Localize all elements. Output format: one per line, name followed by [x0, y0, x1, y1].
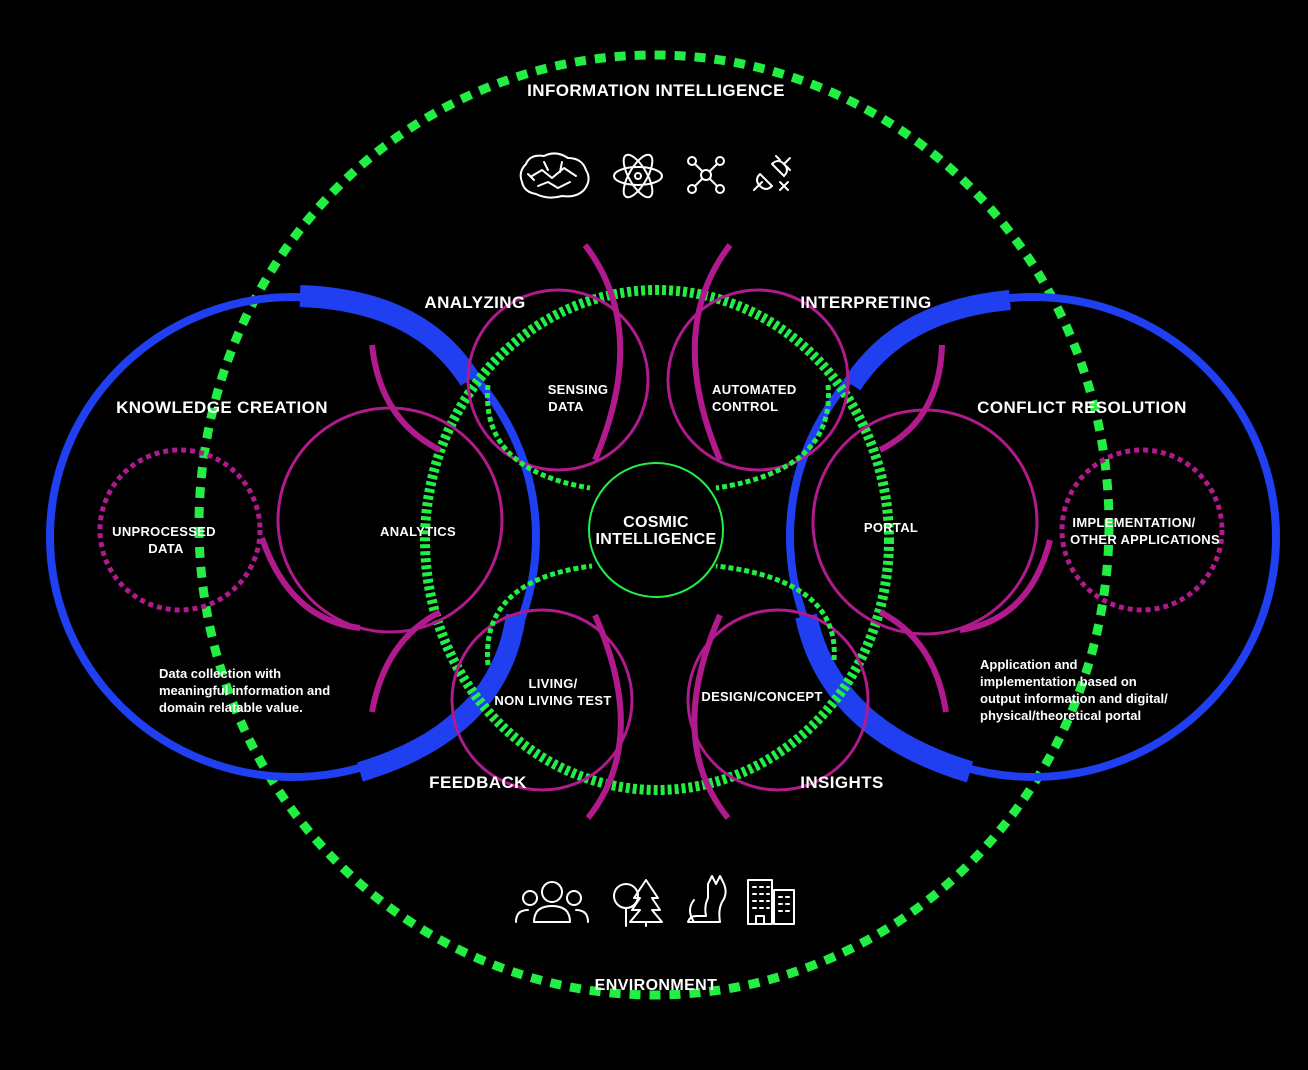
green-arc-bottom-left: [484, 563, 593, 666]
atom-icon: [613, 153, 663, 199]
right-desc-1: Application and: [980, 657, 1078, 672]
analytics-circle: [276, 406, 504, 634]
cat-icon: [687, 875, 727, 923]
left-blue-crescent-bottom: [357, 613, 526, 782]
magenta-hook-right-top: [878, 344, 945, 453]
magenta-hook-bottom-right: [691, 613, 731, 820]
left-blue-ring: [46, 293, 540, 781]
brain-icon: [519, 152, 590, 199]
core-label-1: COSMIC: [623, 514, 689, 531]
left-desc-2: meaningful information and: [159, 683, 330, 698]
magenta-hook-right-bottom: [878, 609, 949, 713]
label-implementation-1: IMPLEMENTATION/: [1072, 515, 1195, 530]
buildings-icon: [747, 879, 795, 925]
magenta-hook-left-top: [369, 344, 442, 453]
magenta-hook-left-mid: [259, 537, 361, 631]
label-living-2: NON LIVING TEST: [494, 693, 611, 708]
automated-circle: [666, 288, 850, 472]
plug-icon: [753, 155, 791, 191]
label-insights: INSIGHTS: [800, 773, 884, 792]
green-arc-bottom-right: [715, 563, 837, 661]
label-sensing-2: DATA: [548, 399, 584, 414]
label-analyzing: ANALYZING: [424, 293, 525, 312]
label-automated-1: AUTOMATED: [712, 382, 797, 397]
magenta-hook-right-mid: [959, 539, 1053, 633]
inner-dashed-ellipse: [420, 285, 894, 795]
label-feedback: FEEDBACK: [429, 773, 527, 792]
sensing-circle: [466, 288, 650, 472]
people-icon: [515, 881, 589, 923]
magenta-hook-top-right: [691, 243, 733, 462]
green-arc-top-right: [715, 384, 831, 491]
label-sensing-1: SENSING: [548, 382, 609, 397]
magenta-hook-left-bottom: [369, 609, 442, 713]
right-desc-2: implementation based on: [980, 674, 1137, 689]
left-desc-3: domain relatable value.: [159, 700, 303, 715]
right-blue-crescent-bottom: [795, 613, 974, 783]
label-interpreting: INTERPRETING: [800, 293, 931, 312]
outer-dashed-ellipse: [194, 50, 1114, 1000]
label-unprocessed-2: DATA: [148, 541, 184, 556]
label-knowledge-creation: KNOWLEDGE CREATION: [116, 398, 328, 417]
left-desc-1: Data collection with: [159, 666, 281, 681]
core-circle: [588, 462, 724, 598]
label-design: DESIGN/CONCEPT: [701, 689, 822, 704]
network-icon: [687, 156, 725, 194]
unprocessed-data-ring: [97, 447, 263, 613]
label-conflict-resolution: CONFLICT RESOLUTION: [977, 398, 1187, 417]
label-implementation-2: OTHER APPLICATIONS: [1070, 532, 1220, 547]
left-blue-crescent-top: [299, 285, 480, 387]
portal-circle: [811, 408, 1039, 636]
right-blue-crescent-top: [843, 290, 1011, 391]
label-portal: PORTAL: [864, 520, 918, 535]
right-blue-ring: [786, 293, 1280, 781]
magenta-hook-bottom-left: [585, 613, 624, 820]
implementation-ring: [1059, 447, 1225, 613]
right-desc-4: physical/theoretical portal: [980, 708, 1141, 723]
label-living-1: LIVING/: [528, 676, 577, 691]
core-label-2: INTELLIGENCE: [596, 531, 717, 548]
living-circle: [450, 608, 634, 792]
green-arc-top-left: [484, 384, 591, 491]
trees-icon: [613, 879, 663, 927]
magenta-hook-top-left: [582, 243, 624, 462]
label-automated-2: CONTROL: [712, 399, 778, 414]
right-desc-3: output information and digital/: [980, 691, 1168, 706]
label-analytics: ANALYTICS: [380, 524, 456, 539]
label-unprocessed-1: UNPROCESSED: [112, 524, 216, 539]
design-circle: [686, 608, 870, 792]
title-environment: ENVIRONMENT: [595, 977, 718, 994]
title-information-intelligence: INFORMATION INTELLIGENCE: [527, 81, 785, 100]
